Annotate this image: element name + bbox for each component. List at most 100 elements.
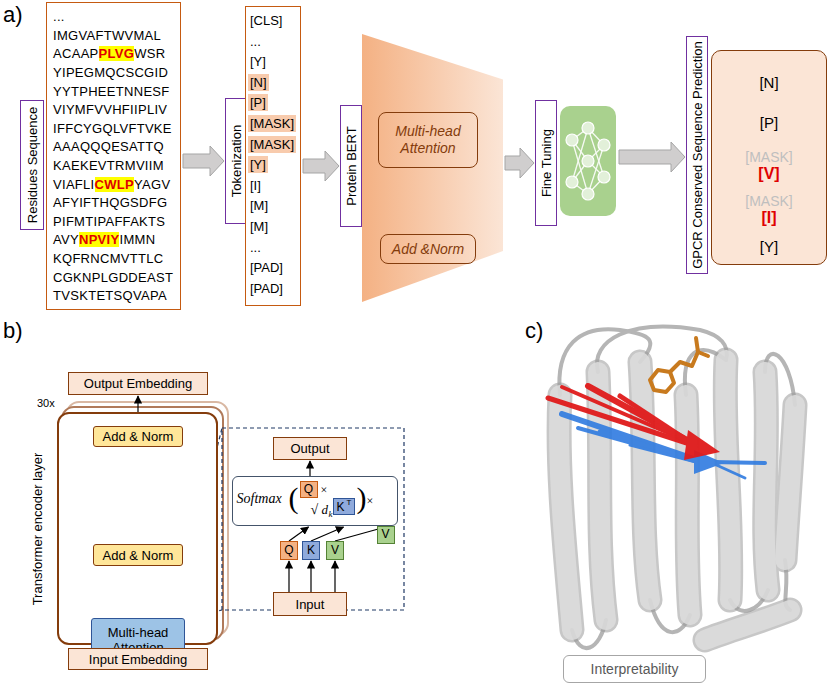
box-text: Interpretability: [591, 662, 679, 677]
sequence-text: IMGVAFTWVMAL: [53, 28, 161, 43]
sequence-line: IFFCYGQLVFTVKE: [53, 120, 180, 139]
sequence-text: TVSKTETSQVAPA: [53, 288, 167, 303]
token: [P]: [760, 114, 778, 131]
embedding-box: Input Embedding: [68, 648, 208, 670]
token-line: [Y]: [248, 52, 300, 73]
masked-token: [Y]: [248, 156, 268, 173]
stage-text: Protein BERT: [344, 126, 359, 205]
token: [N]: [759, 74, 778, 91]
motif-highlight: PLVG: [99, 46, 135, 61]
frame-label: Transformer encoder layer: [30, 452, 45, 605]
formula-text: (: [289, 483, 299, 513]
stage-label: GPCR Conserved Sequence Prediction: [686, 36, 708, 274]
token: [MASK]: [745, 149, 792, 165]
sequence-text: KQFRNCMVTTLC: [53, 251, 164, 266]
box-text: K: [307, 544, 315, 557]
formula-text: Softmax: [237, 492, 282, 506]
sequence-line: PIFMTIPAFFAKTS: [53, 213, 180, 232]
sequence-text: YIPEGMQCSCGID: [53, 65, 168, 80]
sequence-text: YYTPHEETNNESF: [53, 84, 170, 99]
block-arrow: [183, 146, 224, 176]
stage-text: Fine Tuning: [539, 129, 554, 197]
layer-box: Add &Norm: [380, 234, 476, 264]
token-line: [CLS]: [248, 11, 300, 32]
sequence-line: VIAFLICWLPYAGV: [53, 176, 180, 195]
token: [I]: [248, 177, 263, 194]
sequence-line: KQFRNCMVTTLC: [53, 250, 180, 269]
sequence-text: AVY: [53, 232, 79, 247]
sequence-line: CGKNPLGDDEAST: [53, 269, 180, 288]
token-line: [P]: [248, 93, 300, 114]
box-text: Add &Norm: [392, 241, 464, 258]
masked-token: [MASK]: [248, 136, 296, 153]
masked-token: [N]: [248, 74, 269, 91]
norm-box: Add & Norm: [93, 426, 183, 447]
block-arrow: [619, 142, 685, 172]
stage-label: Fine Tuning: [535, 100, 557, 226]
token: [PAD]: [248, 259, 285, 276]
stage-text: Tokenization: [229, 125, 244, 197]
token: [CLS]: [248, 12, 285, 29]
connector-arrow: [289, 527, 309, 541]
input-box: Input: [273, 592, 347, 616]
connector-arrow: [311, 527, 344, 541]
box-text: Input Embedding: [89, 652, 187, 667]
predicted-token: [V]: [758, 165, 779, 183]
formula-text: ×: [321, 484, 328, 496]
sequence-line: KAEKEVTRMVIIM: [53, 157, 180, 176]
ligand: [650, 338, 708, 392]
sequence-text: YAGV: [134, 177, 170, 192]
connector-arrow: [334, 561, 335, 592]
formula-text: √: [311, 503, 319, 517]
sequence-text: AAAQQQESATTQ: [53, 139, 164, 154]
connector-arrow: [309, 461, 310, 476]
token: [PAD]: [248, 280, 285, 297]
value-box: V: [377, 526, 395, 544]
stage-text: GPCR Conserved Sequence Prediction: [690, 41, 705, 269]
box-text: V: [331, 544, 339, 557]
token-line: [M]: [248, 196, 300, 217]
output-box: Output: [273, 437, 347, 460]
query-box: Q: [300, 481, 318, 498]
panel-label: b): [3, 318, 23, 344]
sequence-text: CGKNPLGDDEAST: [53, 270, 173, 285]
predicted-token: [I]: [761, 209, 776, 227]
sequence-line: AVYNPVIYIMMN: [53, 231, 180, 250]
protein-cartoon: [559, 327, 795, 648]
block-arrow: [505, 148, 534, 178]
token-line: [Y]: [248, 155, 300, 176]
layer-box: Multi-head Attention: [378, 112, 478, 168]
formula-box: Softmax(×√dk)×QKTV: [232, 476, 398, 526]
token-box: [CLS]...[Y][N][P][MASK][MASK][Y][I][M][M…: [245, 6, 301, 306]
box-text: Output: [290, 441, 329, 456]
box-text: Add & Norm: [103, 548, 174, 563]
embedding-box: Output Embedding: [68, 372, 208, 395]
stage-label: Residues Sequence: [20, 100, 44, 230]
key-box: KT: [333, 498, 355, 515]
token: ...: [248, 239, 263, 256]
token: [M]: [248, 218, 270, 235]
token-line: [M]: [248, 217, 300, 238]
token: ...: [248, 33, 263, 50]
encoder-frame: Transformer encoder layerAdd & NormAdd &…: [57, 412, 218, 645]
sequence-text: ACAAP: [53, 46, 99, 61]
connector-arrow: [310, 561, 311, 592]
sequence-line: TVSKTETSQVAPA: [53, 287, 180, 306]
sequence-line: IMGVAFTWVMAL: [53, 27, 180, 46]
token: [Y]: [248, 53, 268, 70]
bert-block: Multi-head AttentionAdd &Norm: [362, 34, 503, 302]
sequence-line: ACAAPPLVGWSR: [53, 45, 180, 64]
token-line: ...: [248, 238, 300, 259]
sequence-text: PIFMTIPAFFAKTS: [53, 214, 165, 229]
box-text: Q: [304, 483, 313, 496]
token-line: [PAD]: [248, 279, 300, 300]
network-icon: [560, 106, 616, 216]
sequence-line: VIYMFVVHFIIPLIV: [53, 101, 180, 120]
sequence-text: IMMN: [119, 232, 155, 247]
superscript: T: [347, 499, 352, 507]
masked-token: [P]: [248, 94, 268, 111]
repeat-count: 30x: [37, 397, 55, 409]
sequence-line: ...: [53, 8, 180, 27]
box-text: Q: [284, 544, 293, 557]
